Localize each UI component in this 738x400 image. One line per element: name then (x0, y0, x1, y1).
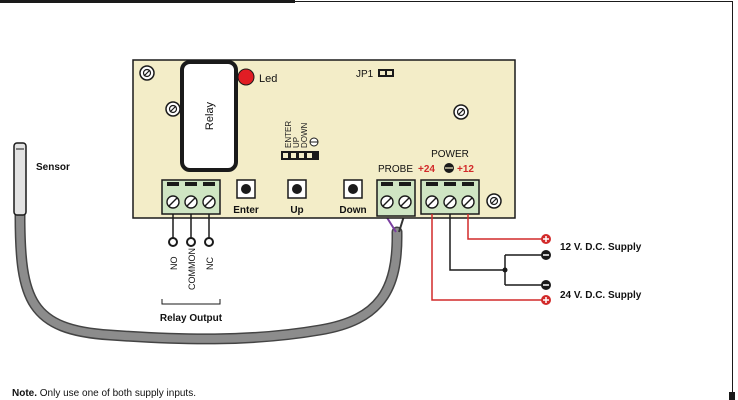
supply-24v-negative-icon (541, 280, 551, 290)
supply-24v-label: 24 V. D.C. Supply (560, 290, 642, 301)
relay-output-common-terminal (186, 237, 196, 247)
plus24-label: +24 (418, 164, 435, 175)
power-label: POWER (431, 149, 469, 160)
jp1-pin-1 (380, 71, 385, 75)
jp1-label: JP1 (356, 69, 374, 80)
led-indicator (237, 68, 255, 86)
header-enter-label: ENTER (284, 121, 293, 148)
power-terminal-screw-ground (443, 195, 457, 209)
probe-terminal-slot-1 (381, 182, 393, 186)
probe-terminal-screw-2 (398, 195, 412, 209)
relay-terminal-screw-common (184, 195, 198, 209)
relay-output-no-terminal (168, 237, 178, 247)
header-pin-3 (299, 153, 304, 158)
relay-common-label: COMMON (187, 248, 197, 290)
ground-symbol-icon (309, 137, 319, 147)
power-terminal-slot-1 (426, 182, 438, 186)
relay-nc-label: NC (205, 257, 215, 270)
wire-12v-positive (467, 214, 543, 240)
sensor-label: Sensor (36, 162, 70, 173)
note-text: Only use one of both supply inputs. (39, 388, 196, 399)
power-terminal-screw-12v (461, 195, 475, 209)
wire-24v-positive (431, 214, 543, 301)
up-button-label: Up (290, 205, 303, 216)
supply-12v-label: 12 V. D.C. Supply (560, 242, 642, 253)
wire-ground (449, 214, 505, 271)
relay-component (180, 60, 238, 172)
down-button-label: Down (339, 205, 366, 216)
relay-output-bracket (161, 299, 221, 305)
relay-terminal-screw-no (166, 195, 180, 209)
screw-hole-mid-left (165, 101, 181, 117)
screw-hole-bottom-right (486, 193, 502, 209)
supply-24v-positive-icon (541, 295, 551, 305)
enter-button-label: Enter (233, 205, 259, 216)
sensor-probe (13, 142, 27, 216)
probe-label: PROBE (378, 164, 413, 175)
screw-hole-top-left (139, 65, 155, 81)
header-pin-1 (283, 153, 288, 158)
corner-mark (729, 392, 735, 400)
supply-note: Note. Only use one of both supply inputs… (12, 388, 196, 399)
jp1-pin-2 (387, 71, 392, 75)
header-down-label: DOWN (300, 122, 309, 148)
ground-junction-dot (502, 267, 508, 273)
power-terminal-slot-3 (462, 182, 474, 186)
header-pin-2 (291, 153, 296, 158)
relay-label: Relay (204, 101, 216, 130)
relay-terminal-slot-2 (185, 182, 197, 186)
supply-12v-positive-icon (541, 234, 551, 244)
up-button-icon (287, 179, 307, 199)
power-terminal-screw-24v (425, 195, 439, 209)
relay-output-nc-terminal (204, 237, 214, 247)
relay-terminal-screw-nc (202, 195, 216, 209)
led-label: Led (259, 73, 277, 85)
screw-hole-right (453, 104, 469, 120)
ground-terminal-icon (444, 163, 454, 173)
relay-no-label: NO (169, 257, 179, 271)
probe-terminal-slot-2 (399, 182, 411, 186)
plus12-label: +12 (457, 164, 474, 175)
power-terminal-slot-2 (444, 182, 456, 186)
supply-12v-negative-icon (541, 250, 551, 260)
relay-output-label: Relay Output (160, 313, 223, 324)
header-pin-4 (307, 153, 312, 158)
relay-terminal-slot-3 (203, 182, 215, 186)
relay-terminal-slot-1 (167, 182, 179, 186)
down-button-icon (343, 179, 363, 199)
header-up-label: UP (292, 137, 301, 148)
note-prefix: Note. (12, 388, 37, 399)
sensor-cable (16, 211, 402, 343)
jp1-jumper (378, 69, 394, 77)
enter-button-icon (236, 179, 256, 199)
probe-terminal-screw-1 (380, 195, 394, 209)
